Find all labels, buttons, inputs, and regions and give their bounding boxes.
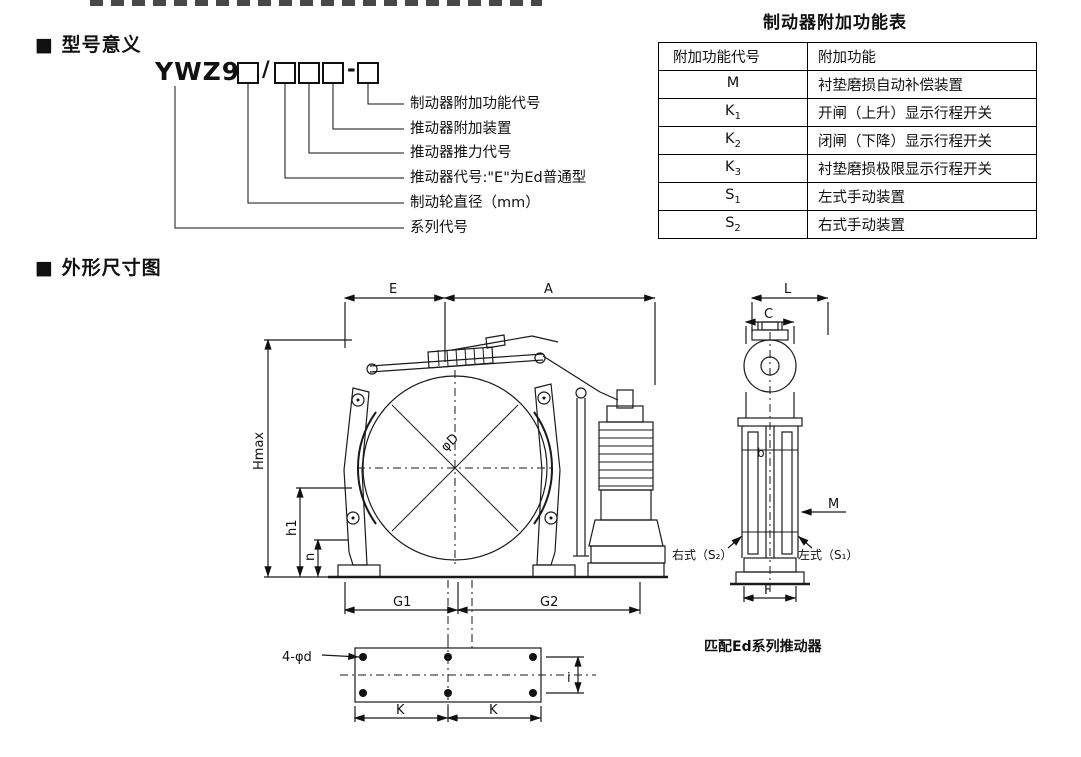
desc-cell: 开闸（上升）显示行程开关 (807, 98, 1037, 127)
code-cell: S2 (658, 210, 808, 239)
dimension-lines (264, 294, 846, 722)
cropped-text-remnant (90, 0, 542, 6)
plan-view (340, 580, 596, 712)
main-view (328, 334, 668, 579)
dim-label-i: i (567, 671, 571, 686)
mounting-hole (359, 653, 367, 661)
dim-label-l: L (784, 282, 792, 297)
label-right-manual: 右式（S₂） (672, 547, 732, 562)
dim-label-e: E (389, 282, 397, 297)
side-view (730, 321, 810, 592)
model-code-box-attachment (322, 62, 344, 84)
dimension-section-title: ■ 外形尺寸图 (35, 257, 162, 279)
drawing-caption: 匹配Ed系列推动器 (704, 638, 823, 655)
desc-cell: 闭闸（下降）显示行程开关 (807, 126, 1037, 155)
model-code-dash: - (347, 57, 356, 81)
column-header-code: 附加功能代号 (658, 42, 808, 71)
code-cell: K1 (658, 98, 808, 127)
table-row: K1 开闸（上升）显示行程开关 (658, 98, 1037, 127)
spring-housing (427, 346, 494, 369)
dim-label-hmax: Hmax (252, 432, 267, 470)
dim-label-g1: G1 (393, 595, 411, 610)
code-cell: K2 (658, 126, 808, 155)
code-cell: M (658, 70, 808, 99)
left-brake-shoe (357, 411, 377, 525)
model-code-box-thruster (274, 62, 296, 84)
upper-arm (451, 335, 533, 351)
function-table-title: 制动器附加功能表 (763, 13, 907, 33)
model-label-function-code: 制动器附加功能代号 (410, 96, 541, 112)
model-code-slash: / (262, 57, 270, 81)
desc-cell: 左式手动装置 (807, 182, 1037, 211)
code-cell: K3 (658, 154, 808, 183)
dim-label-phi-d: φD (438, 431, 462, 455)
dim-label-g2: G2 (540, 595, 558, 610)
model-label-series-code: 系列代号 (410, 220, 468, 236)
dim-label-h1: h1 (285, 519, 300, 536)
dim-label-c: C (764, 307, 773, 322)
table-row: M 衬垫磨损自动补偿装置 (658, 70, 1037, 99)
dim-label-n: n (303, 553, 318, 561)
model-code-prefix: YWZ9- (155, 57, 252, 86)
table-header-row: 附加功能代号 附加功能 (658, 42, 1037, 71)
desc-cell: 衬垫磨损极限显示行程开关 (807, 154, 1037, 183)
model-code-box-thrust (298, 62, 320, 84)
desc-cell: 衬垫磨损自动补偿装置 (807, 70, 1037, 99)
right-lever (534, 383, 561, 566)
mounting-hole (529, 653, 537, 661)
mounting-hole (359, 689, 367, 697)
function-table: 附加功能代号 附加功能 M 衬垫磨损自动补偿装置 K1 开闸（上升）显示行程开关… (658, 42, 1037, 239)
model-label-thrust-code: 推动器推力代号 (410, 145, 512, 161)
dim-label-f: F (764, 583, 771, 598)
code-cell: S1 (658, 182, 808, 211)
table-row: S1 左式手动装置 (658, 182, 1037, 211)
left-lever (343, 387, 370, 566)
model-label-thruster-code: 推动器代号:"E"为Ed普通型 (410, 170, 587, 186)
thruster (588, 389, 666, 564)
dim-label-m: M (828, 497, 839, 512)
dimension-drawing: E A L C Hmax h1 n φD G1 G2 M b F 右式（S₂） … (252, 282, 858, 722)
table-row: S2 右式手动装置 (658, 210, 1037, 239)
model-section-title: ■ 型号意义 (35, 34, 142, 56)
right-brake-shoe (533, 411, 553, 525)
dim-label-k2: K (489, 703, 498, 718)
model-label-attachment: 推动器附加装置 (410, 121, 512, 137)
model-code-box-function (357, 62, 379, 84)
dim-label-a: A (544, 282, 553, 297)
label-left-manual: 左式（S₁） (798, 547, 858, 562)
desc-cell: 右式手动装置 (807, 210, 1037, 239)
table-row: K3 衬垫磨损极限显示行程开关 (658, 154, 1037, 183)
mounting-hole (529, 689, 537, 697)
model-label-wheel-diameter: 制动轮直径（mm） (410, 195, 540, 211)
column-header-function: 附加功能 (807, 42, 1037, 71)
model-code-box-diameter (237, 62, 259, 84)
dim-label-k1: K (396, 703, 405, 718)
table-row: K2 闭闸（下降）显示行程开关 (658, 126, 1037, 155)
wheel (743, 339, 797, 393)
dim-label-holes: 4-φd (282, 650, 312, 665)
dim-label-b: b (757, 446, 765, 460)
